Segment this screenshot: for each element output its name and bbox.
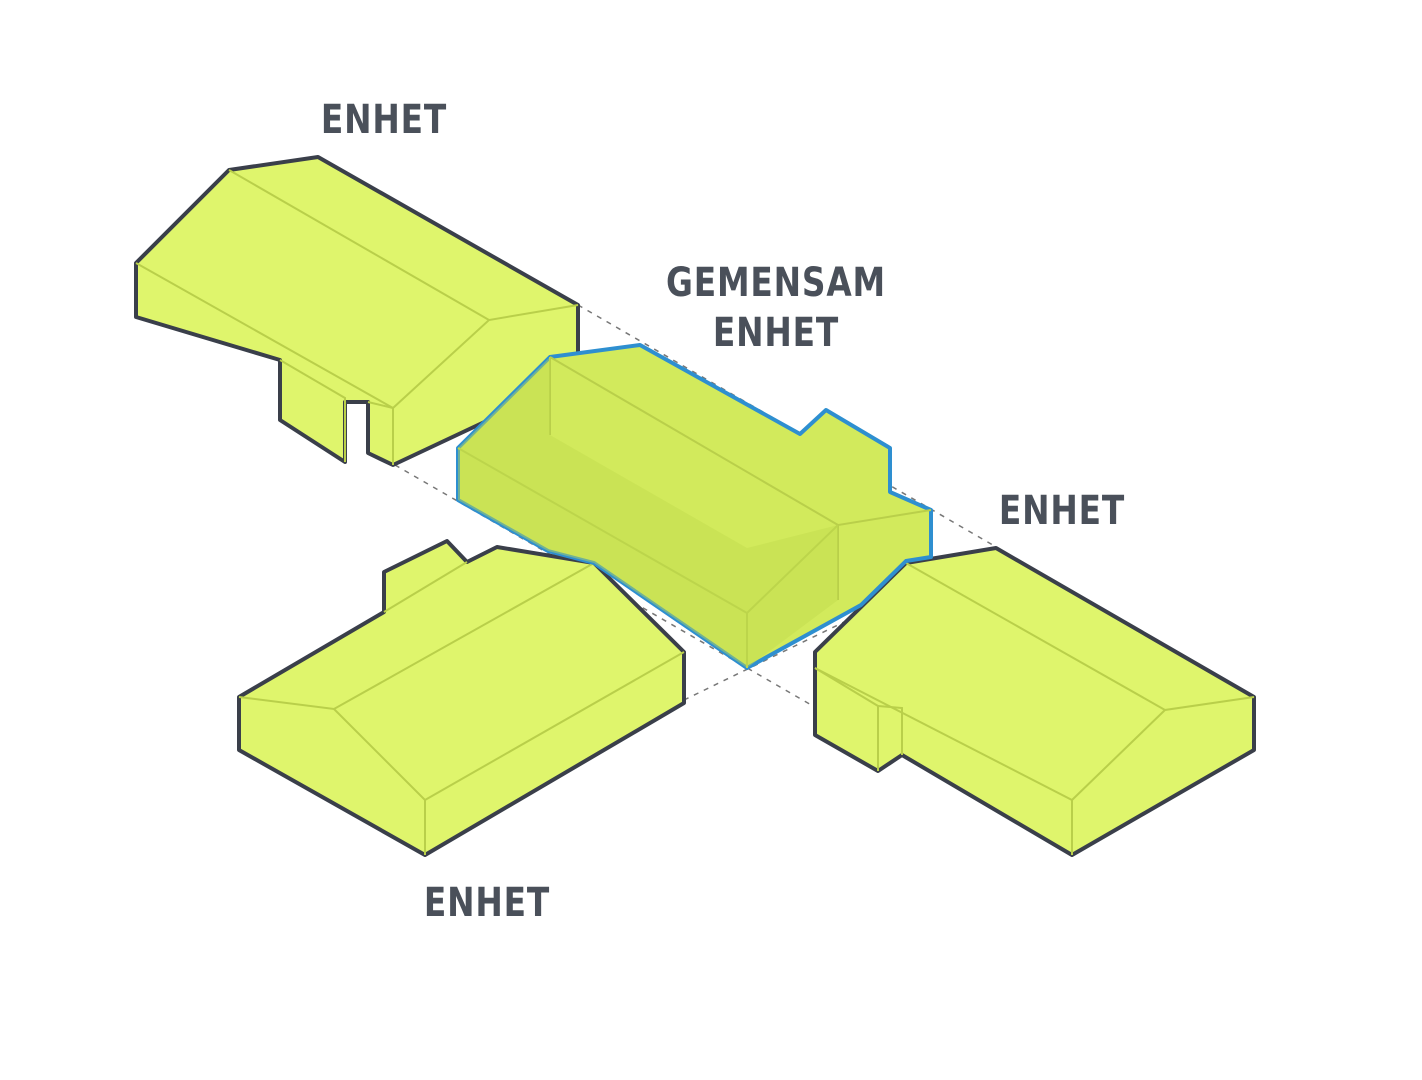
building-unit-top-left	[134, 155, 580, 467]
building-body	[813, 546, 1256, 857]
building-body	[134, 155, 580, 467]
label-unit-bottom-left: ENHET	[423, 880, 551, 926]
building-edges	[814, 562, 1255, 855]
building-unit-right	[813, 546, 1256, 857]
building-edges	[135, 169, 579, 465]
label-unit-right: ENHET	[998, 488, 1126, 534]
label-shared-line2: ENHET	[712, 310, 840, 356]
label-shared-line1: GEMENSAM	[665, 260, 887, 306]
building-shared-unit	[456, 343, 933, 670]
shared-unit-tint	[458, 357, 838, 668]
label-shared-unit: GEMENSAM ENHET	[666, 258, 886, 358]
building-unit-bottom-left	[237, 539, 686, 857]
building-body	[237, 539, 686, 857]
building-edges	[238, 561, 685, 855]
label-unit-top-left: ENHET	[320, 97, 448, 143]
building-body	[456, 343, 933, 670]
building-edges	[457, 356, 932, 668]
connector-cross	[683, 545, 1001, 701]
